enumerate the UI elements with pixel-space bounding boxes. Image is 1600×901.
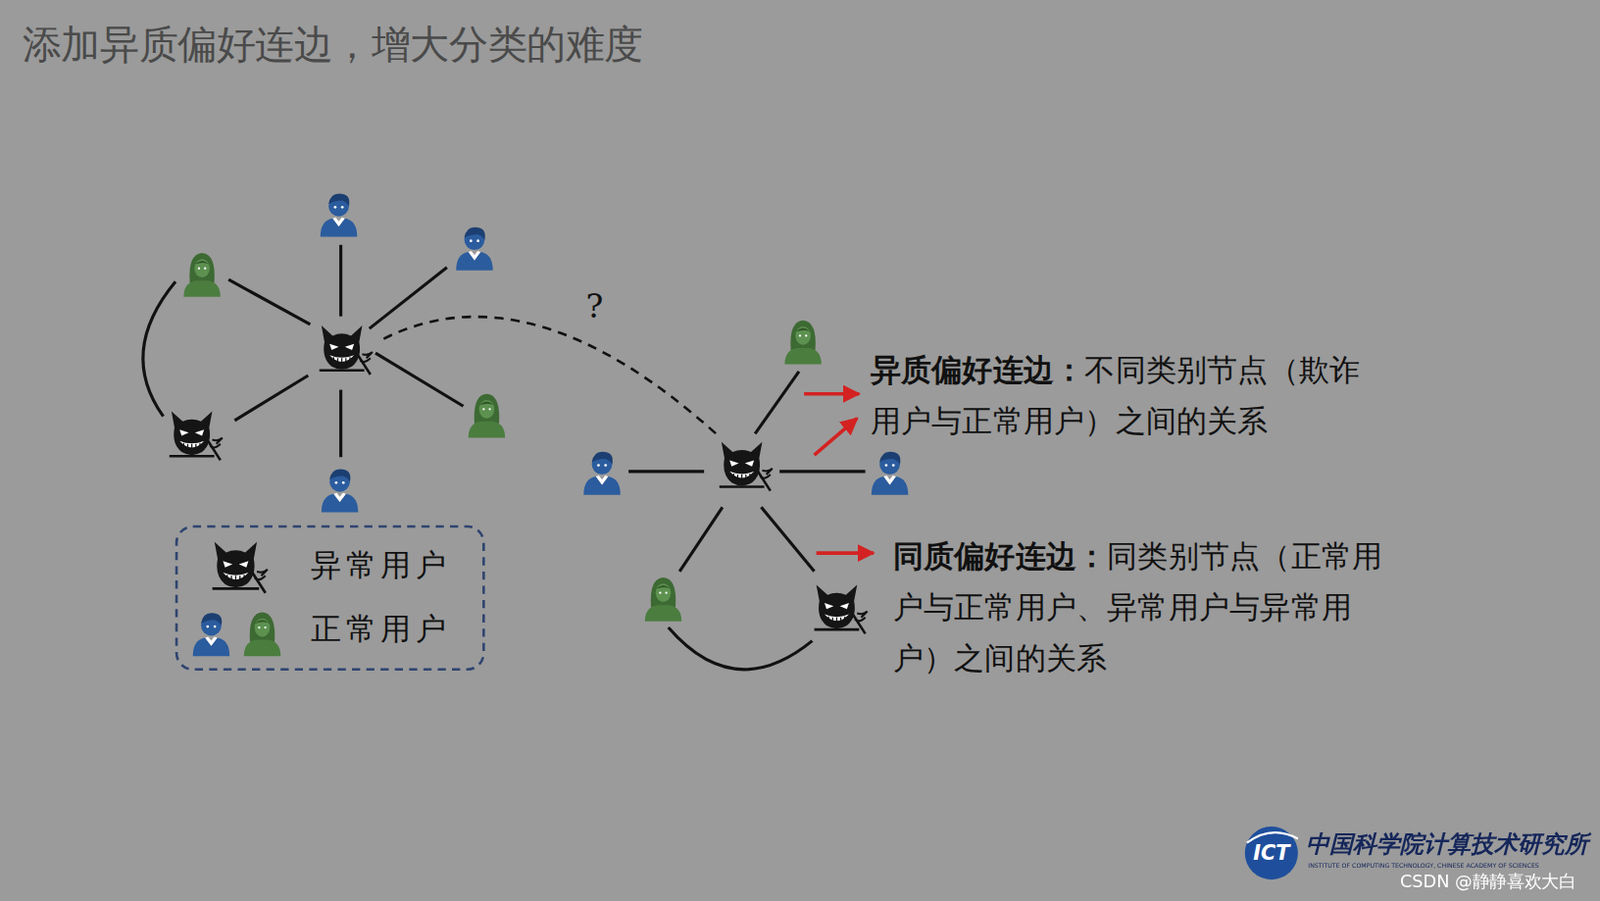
text-block: ? bbox=[585, 285, 627, 327]
dashed-candidate-edge bbox=[383, 316, 719, 437]
abnormal-user-icon bbox=[814, 584, 868, 634]
question-mark: ? bbox=[585, 286, 603, 326]
text-block: 异质偏好连边：不同类别节点（欺诈用户与正常用户）之间的关系 bbox=[870, 345, 1387, 448]
text-block: INSTITUTE OF COMPUTING TECHNOLOGY, CHINE… bbox=[1307, 859, 1600, 869]
normal-user-icon bbox=[321, 468, 358, 512]
institute-name-english: INSTITUTE OF COMPUTING TECHNOLOGY, CHINE… bbox=[1307, 860, 1539, 868]
logo-mark: ICT bbox=[1252, 841, 1290, 866]
legend-abnormal-sample bbox=[212, 542, 268, 594]
normal-user-icon bbox=[320, 193, 357, 237]
text-block: ICT bbox=[1247, 836, 1297, 869]
graph-edges bbox=[143, 245, 866, 670]
legend-text: 正常用户 bbox=[310, 606, 450, 650]
red-arrows bbox=[803, 394, 874, 553]
slide-title: 添加异质偏好连边，增大分类的难度 bbox=[22, 18, 644, 72]
abnormal-user-icon bbox=[719, 442, 773, 492]
abnormal-user-icon bbox=[319, 325, 373, 375]
watermark: CSDN @静静喜欢大白 bbox=[1400, 871, 1577, 893]
text-block: 同质偏好连边：同类别节点（正常用户与正常用户、异常用户与异常用户）之间的关系 bbox=[893, 530, 1409, 684]
institute-name: 中国科学院计算技术研究所 bbox=[1305, 829, 1588, 857]
normal-user-icon bbox=[871, 451, 908, 496]
normal-user-icon bbox=[583, 451, 620, 496]
normal-user-icon bbox=[645, 577, 682, 622]
legend-normal-sample bbox=[244, 611, 281, 656]
text-block: 中国科学院计算技术研究所 bbox=[1305, 828, 1598, 859]
text-block: CSDN @静静喜欢大白 bbox=[1400, 869, 1595, 895]
legend-text: 异常用户 bbox=[310, 544, 450, 588]
legend-frame bbox=[176, 526, 484, 670]
normal-user-icon bbox=[468, 394, 505, 439]
normal-user-icon bbox=[455, 227, 493, 271]
term-heading: 同质偏好连边： bbox=[893, 538, 1108, 574]
normal-user-icon bbox=[183, 252, 220, 298]
normal-user-icon bbox=[784, 320, 821, 365]
abnormal-user-icon bbox=[169, 410, 223, 460]
logo-circle bbox=[1245, 826, 1299, 880]
term-heading: 异质偏好连边： bbox=[870, 351, 1086, 388]
legend-normal-sample bbox=[193, 612, 230, 656]
